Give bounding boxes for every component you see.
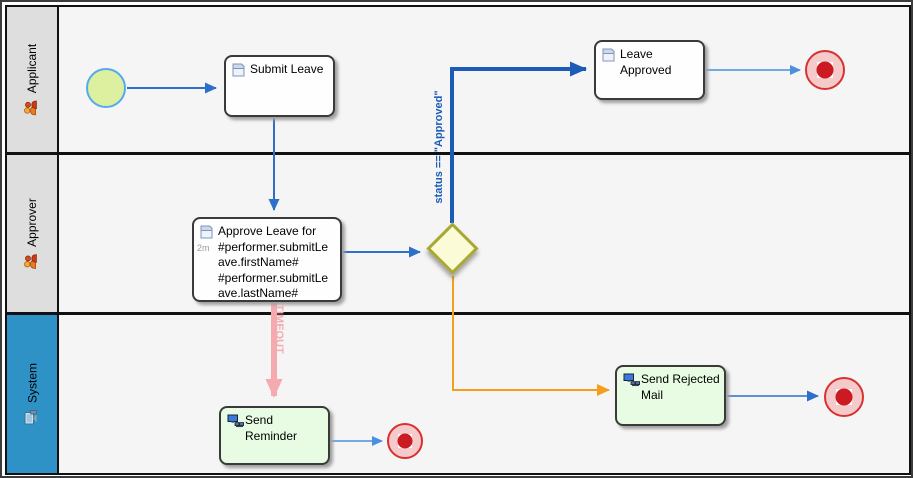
task-leave-approved[interactable]: Leave Approved xyxy=(594,40,705,100)
lane-header-applicant[interactable]: Applicant xyxy=(7,7,59,152)
end-event-dot xyxy=(835,388,853,406)
document-icon xyxy=(602,47,620,94)
task-send-rejected-mail[interactable]: Send Rejected Mail xyxy=(615,365,726,426)
task-submit-leave[interactable]: Submit Leave xyxy=(224,55,335,117)
task-label: Send Rejected Mail xyxy=(641,372,720,402)
task-approve-leave[interactable]: Approve Leave for #performer.submitLe av… xyxy=(192,217,342,302)
edge-label-timeout: TIMEOUT xyxy=(273,304,285,354)
task-label: Approve Leave for #performer.submitLe av… xyxy=(218,224,329,301)
network-computers-icon xyxy=(227,413,245,459)
task-label: Submit Leave xyxy=(250,62,324,76)
end-event-reminder[interactable] xyxy=(387,423,423,459)
start-event[interactable] xyxy=(86,68,126,108)
end-event-dot xyxy=(816,61,834,79)
edge-gateway-to-rejected[interactable] xyxy=(452,276,610,396)
lane-body-applicant xyxy=(59,7,909,152)
network-computers-icon xyxy=(623,372,641,420)
end-event-dot xyxy=(397,433,413,449)
lane-body-system xyxy=(59,315,909,473)
computer-icon xyxy=(24,409,41,425)
lane-label: System xyxy=(25,362,39,404)
edge-gateway-to-leave-approved[interactable] xyxy=(450,61,587,223)
lane-header-approver[interactable]: Approver xyxy=(7,155,59,312)
document-icon xyxy=(200,224,218,296)
people-icon xyxy=(23,252,41,269)
duration-badge: 2m xyxy=(197,243,210,253)
lane-body-approver xyxy=(59,155,909,312)
people-icon xyxy=(23,99,41,116)
lane-label: Approver xyxy=(25,197,39,247)
document-icon xyxy=(232,62,250,111)
edge-label-approved-condition: status == "Approved" xyxy=(433,90,445,204)
task-send-reminder[interactable]: Send Reminder xyxy=(219,406,330,465)
pool: Applicant Approver xyxy=(5,5,911,475)
lane-label: Applicant xyxy=(25,43,39,93)
task-label: Leave Approved xyxy=(620,47,672,77)
lane-system: System xyxy=(7,315,909,473)
task-label: Send Reminder xyxy=(245,413,298,443)
end-event-rejected[interactable] xyxy=(824,377,864,417)
lane-header-system[interactable]: System xyxy=(7,315,59,473)
end-event-approved[interactable] xyxy=(805,50,845,90)
lane-applicant: Applicant xyxy=(7,7,909,155)
